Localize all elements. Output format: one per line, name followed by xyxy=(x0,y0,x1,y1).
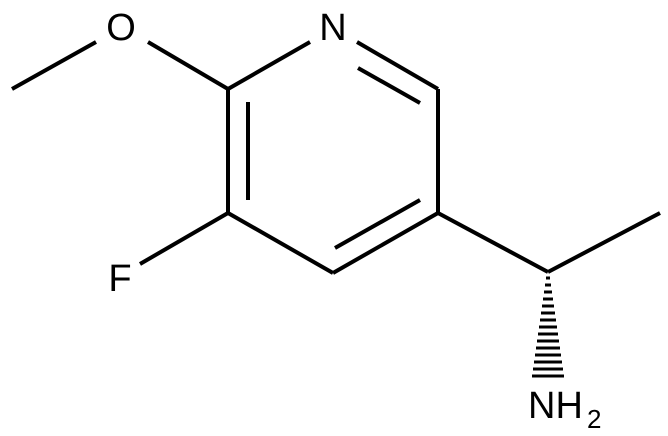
atom-label-oxygen: O xyxy=(106,7,136,49)
atom-label-fluorine: F xyxy=(108,258,131,300)
bond-c5-c4-inner xyxy=(334,198,421,250)
atom-label-amine: NH xyxy=(528,385,583,427)
atom-label-amine-subscript: 2 xyxy=(587,404,601,434)
atom-label-nitrogen: N xyxy=(319,7,346,49)
bond-chiral-methyl xyxy=(547,211,661,274)
bond-n1-c6 xyxy=(355,40,440,91)
bond-o-methyl xyxy=(11,40,97,91)
bond-c5-c4 xyxy=(332,211,439,275)
bond-c5-chiral xyxy=(437,211,549,274)
bond-c4-c3 xyxy=(227,211,334,275)
bond-c2-o xyxy=(146,40,230,91)
bond-c2-n1 xyxy=(227,40,311,91)
bond-c3-f xyxy=(138,211,230,266)
hashed-wedge-bond xyxy=(532,276,564,378)
bond-n1-c6-inner xyxy=(357,66,421,105)
